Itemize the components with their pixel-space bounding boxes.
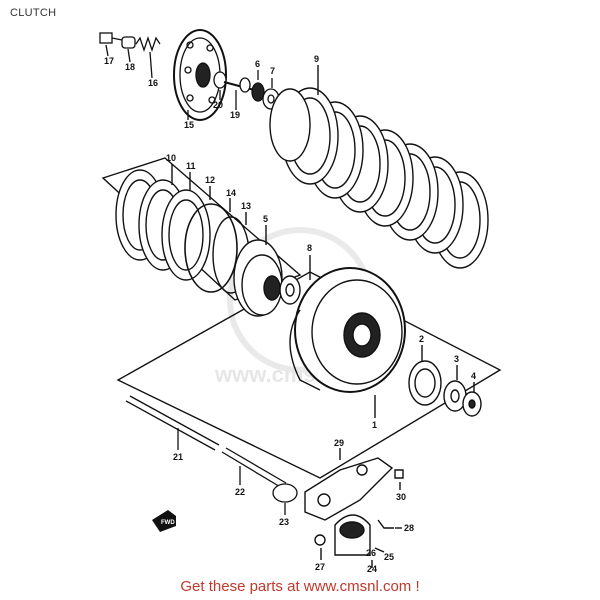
footer-parts-link[interactable]: Get these parts at www.cmsnl.com ! [180,578,420,595]
forward-arrow: FWD [152,510,176,532]
diagram-title: CLUTCH [10,7,57,19]
part-label-1: 1 [372,420,377,430]
release-arm-group [304,448,404,568]
part-label-12: 12 [205,175,215,185]
part-label-16: 16 [148,78,158,88]
part-label-30: 30 [396,492,406,502]
friction-plate-stack [269,65,489,269]
part-label-27: 27 [315,562,325,572]
part-label-18: 18 [125,62,135,72]
part-label-29: 29 [334,438,344,448]
part-label-14: 14 [226,188,236,198]
part-label-13: 13 [241,201,251,211]
part-label-10: 10 [166,153,176,163]
push-rod-group [125,395,298,515]
part-label-23: 23 [279,517,289,527]
part-label-17: 17 [104,56,114,66]
part-label-2: 2 [419,334,424,344]
part-label-24: 24 [367,564,377,574]
clutch-housing-group [116,225,502,479]
forward-arrow-label: FWD [161,520,175,526]
pressure-plate-group [99,29,280,121]
part-label-4: 4 [471,371,476,381]
part-label-8: 8 [307,243,312,253]
plate-set-group [101,157,302,301]
part-label-21: 21 [173,452,183,462]
part-label-28: 28 [404,523,414,533]
clutch-exploded-diagram: www.cmsnl.com [99,29,502,574]
part-label-25: 25 [384,552,394,562]
part-label-15: 15 [184,120,194,130]
part-label-22: 22 [235,487,245,497]
part-label-19: 19 [230,110,240,120]
part-label-11: 11 [186,161,196,171]
part-label-5: 5 [263,214,268,224]
part-label-3: 3 [454,354,459,364]
part-label-6: 6 [255,59,260,69]
part-label-9: 9 [314,54,319,64]
part-label-26: 26 [366,548,376,558]
part-label-20: 20 [213,100,223,110]
part-label-7: 7 [270,66,275,76]
